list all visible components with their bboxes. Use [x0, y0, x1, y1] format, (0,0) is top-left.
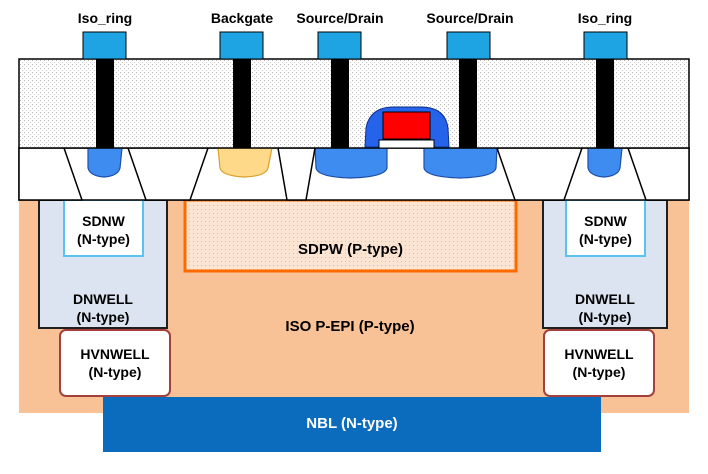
pad-iso-left [82, 31, 127, 60]
pad-drain [446, 31, 491, 60]
hvnwell-left [59, 329, 171, 397]
nbl-layer [103, 397, 601, 452]
nplus-iso-left [87, 147, 123, 178]
label-backgate: Backgate [210, 10, 274, 26]
contact-source [331, 59, 349, 148]
pad-backgate [219, 31, 264, 60]
nplus-source [314, 147, 388, 179]
gate-poly [382, 111, 431, 140]
hvnwell-right [543, 329, 655, 397]
label-iso-pepi: ISO P-EPI (P-type) [285, 318, 415, 335]
ild-layer [18, 58, 690, 149]
pad-iso-right [583, 31, 628, 60]
gate-oxide [378, 139, 435, 149]
label-iso-ring-left: Iso_ring [77, 10, 133, 26]
label-sdnw-left: SDNW(N-type) [77, 213, 130, 247]
label-iso-ring-right: Iso_ring [577, 10, 633, 26]
pad-source [317, 31, 362, 60]
label-dnwell-left: DNWELL(N-type) [73, 291, 133, 325]
contact-drain [459, 59, 477, 148]
label-source-drain-left: Source/Drain [296, 10, 384, 26]
label-dnwell-right: DNWELL(N-type) [575, 291, 635, 325]
contact-iso-right [596, 59, 614, 148]
sdpw-region [183, 198, 518, 273]
label-hvnwell-left: HVNWELL(N-type) [80, 346, 150, 380]
sdnw-right [565, 199, 646, 257]
label-hvnwell-right: HVNWELL(N-type) [564, 346, 634, 380]
label-sdnw-right: SDNW(N-type) [579, 213, 632, 247]
pplus-backgate [217, 147, 273, 178]
contact-iso-left [96, 59, 114, 148]
label-sdpw: SDPW (P-type) [298, 241, 403, 258]
contact-backgate [233, 59, 251, 148]
nplus-drain [423, 147, 498, 179]
nplus-iso-right [587, 147, 623, 178]
label-nbl: NBL (N-type) [306, 415, 398, 432]
label-source-drain-right: Source/Drain [426, 10, 514, 26]
sdnw-left [63, 199, 144, 257]
